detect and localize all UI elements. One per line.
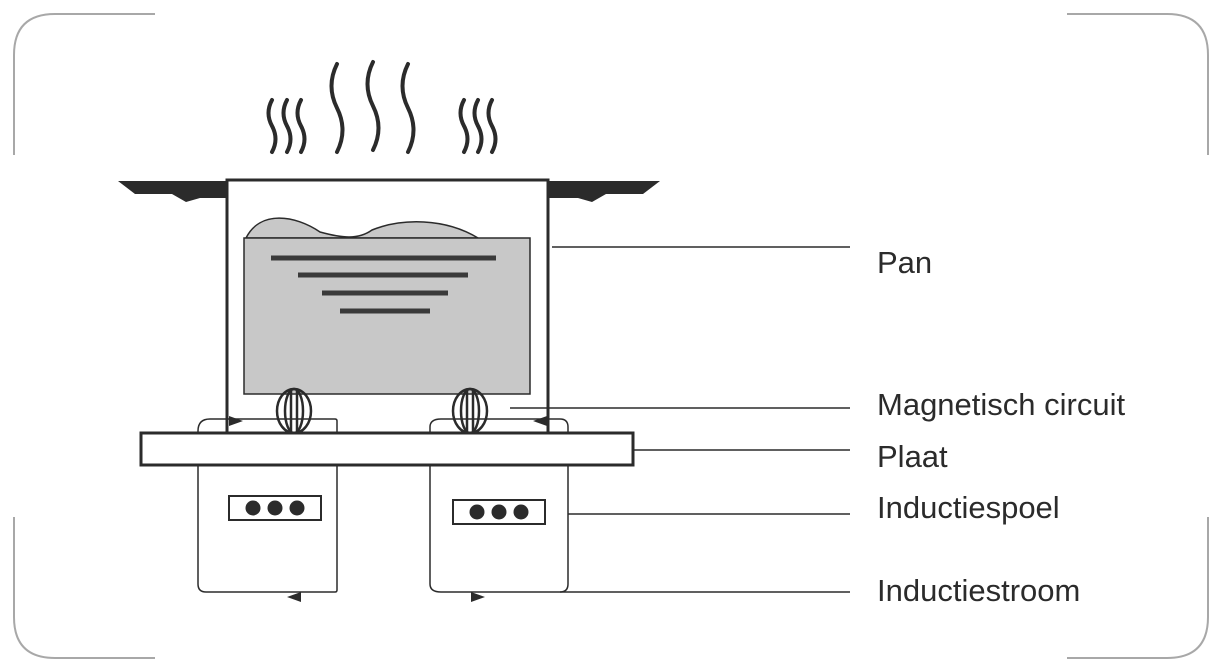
pan-rim-right (548, 181, 660, 202)
arrow-left-icon (533, 416, 547, 426)
arrow-right-icon (229, 416, 243, 426)
label-induction-current: Inductiestroom (877, 573, 1080, 608)
frame-corners (13, 13, 1209, 659)
steam-icon (266, 60, 498, 154)
pan-rim-left (118, 181, 227, 202)
arrow-right-icon (471, 592, 485, 602)
frame-corner-bottom-right (1067, 517, 1209, 659)
current-loop-left (197, 418, 338, 593)
current-arrows (229, 416, 547, 602)
frame-corner-bottom-left (13, 517, 155, 659)
induction-coil-right (452, 499, 546, 525)
liquid-wave (244, 217, 481, 239)
leader-lines (510, 246, 850, 593)
arrow-left-icon (287, 592, 301, 602)
label-magnetic-circuit: Magnetisch circuit (877, 387, 1125, 422)
frame-corner-top-left (13, 13, 155, 155)
frame-corner-top-right (1067, 13, 1209, 155)
pan-liquid (243, 237, 531, 395)
label-induction-coil: Inductiespoel (877, 490, 1060, 525)
heat-lines (271, 255, 496, 314)
induction-coil-left (228, 495, 322, 521)
label-pan: Pan (877, 245, 932, 280)
plate (139, 431, 635, 467)
label-plate: Plaat (877, 439, 948, 474)
